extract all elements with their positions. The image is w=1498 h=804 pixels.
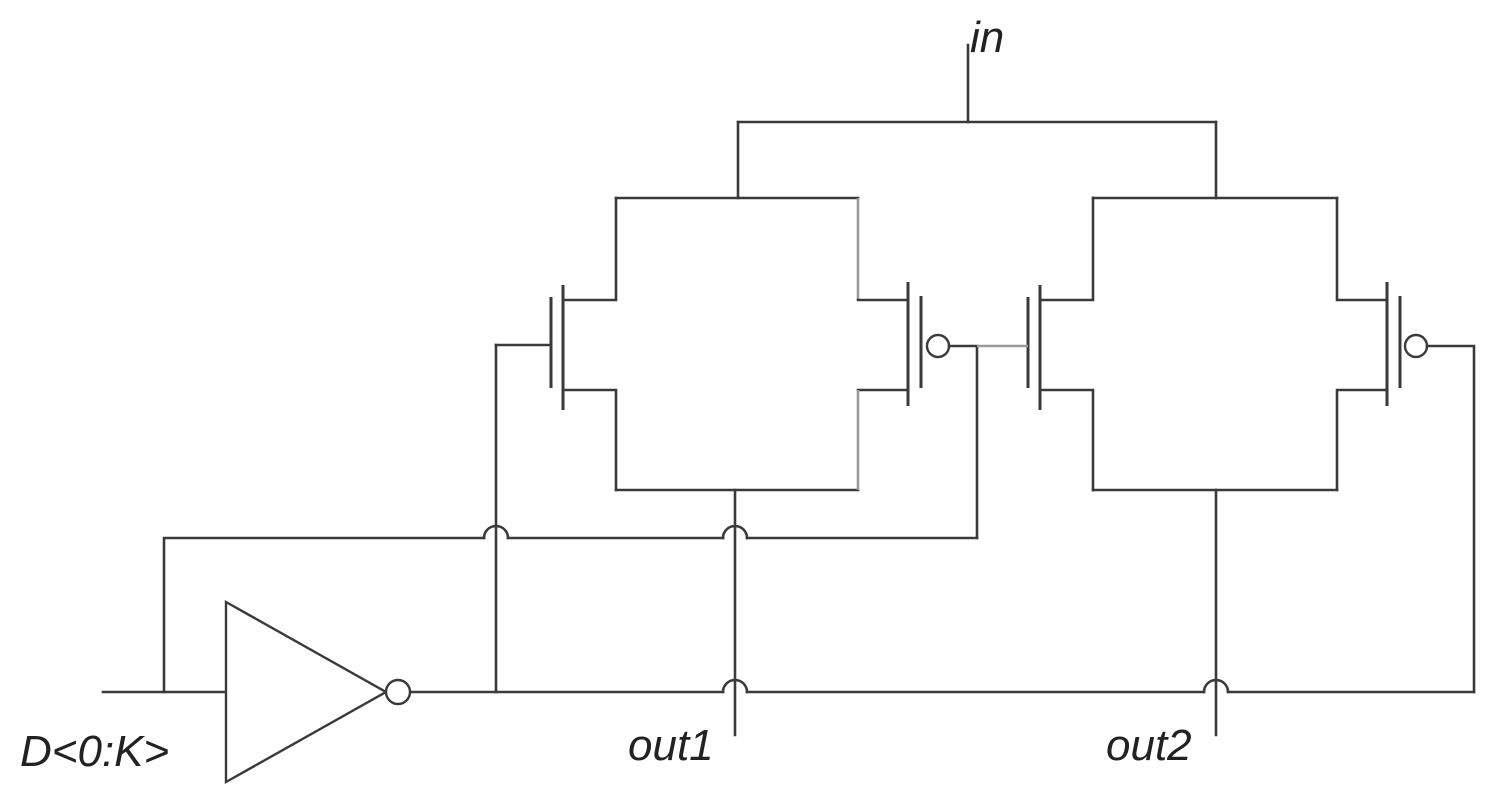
label-in: in xyxy=(970,13,1004,62)
transmission-gate-1 xyxy=(494,196,979,737)
label-out2: out2 xyxy=(1106,721,1192,770)
inverter xyxy=(224,599,412,785)
pmos-2-gate-bubble xyxy=(1403,333,1429,359)
input-net xyxy=(736,43,1218,200)
nmos-transistor-2 xyxy=(977,196,1095,492)
select-line-inverted xyxy=(407,343,1476,694)
pmos-1-gate-bubble xyxy=(925,333,951,359)
transmission-gate-2 xyxy=(977,196,1476,737)
inverter-output-bubble xyxy=(384,678,412,706)
select-line-true xyxy=(101,524,979,694)
pmos-transistor-2 xyxy=(1335,196,1476,694)
pmos-transistor-1 xyxy=(856,198,979,540)
label-out1: out1 xyxy=(628,721,714,770)
nmos-transistor-1 xyxy=(494,196,618,492)
label-select: D<0:K> xyxy=(20,727,169,776)
